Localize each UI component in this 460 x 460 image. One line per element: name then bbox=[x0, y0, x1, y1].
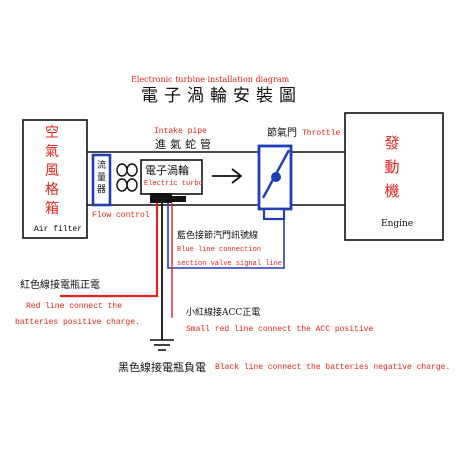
red-line-english-1: Red line connect the bbox=[26, 302, 123, 311]
throttle-chinese: 節氣門 bbox=[267, 128, 297, 139]
turbo-chinese: 電子渦輪 bbox=[145, 164, 189, 177]
throttle-shaft-icon bbox=[271, 172, 281, 182]
black-line-chinese: 黑色線接電瓶負電 bbox=[118, 361, 206, 374]
flow-meter-box bbox=[91, 153, 112, 207]
flow-meter-chinese: 流量器 bbox=[96, 161, 106, 195]
ground-icon bbox=[150, 339, 174, 351]
blue-signal-wire bbox=[167, 203, 285, 269]
connector-plug bbox=[172, 196, 186, 202]
turbo-fan-icon bbox=[116, 163, 138, 192]
intake-pipe-chinese: 進氣蛇管 bbox=[155, 138, 215, 151]
air-filter-label: Air filter bbox=[34, 225, 83, 234]
blue-line-chinese: 藍色接節汽門訊號線 bbox=[177, 231, 259, 241]
small-red-chinese: 小紅線接ACC正電 bbox=[186, 308, 261, 318]
small-red-english: Small red line connect the ACC positive bbox=[186, 325, 374, 334]
engine-chinese: 發動機 bbox=[384, 134, 400, 200]
flow-control-label: Flow control bbox=[92, 211, 150, 220]
red-line-english-2: batteries positive charge. bbox=[15, 318, 140, 327]
flow-arrow bbox=[212, 168, 243, 184]
blue-line-english-1: Blue line connection bbox=[177, 246, 262, 254]
air-filter-chinese: 空氣風格箱 bbox=[45, 125, 59, 217]
title-english: Electronic turbine installation diagram bbox=[131, 75, 290, 84]
black-line-english: Black line connect the batteries negativ… bbox=[215, 363, 451, 372]
throttle-english: Throttle bbox=[302, 129, 341, 138]
engine-label: Engine bbox=[381, 219, 414, 229]
connector-block bbox=[150, 193, 172, 203]
red-line-chinese: 紅色線接電瓶正電 bbox=[20, 280, 100, 291]
title-chinese: 電子渦輪安裝圖 bbox=[141, 86, 302, 106]
air-filter-box bbox=[22, 119, 88, 239]
turbo-english: Electric turbo bbox=[144, 180, 203, 188]
throttle-connector bbox=[262, 207, 286, 221]
blue-line-english-2: section valve signal line. bbox=[177, 260, 287, 268]
red-main-wire bbox=[60, 203, 159, 298]
intake-pipe-english: Intake pipe bbox=[154, 127, 207, 136]
engine-box bbox=[344, 112, 444, 241]
